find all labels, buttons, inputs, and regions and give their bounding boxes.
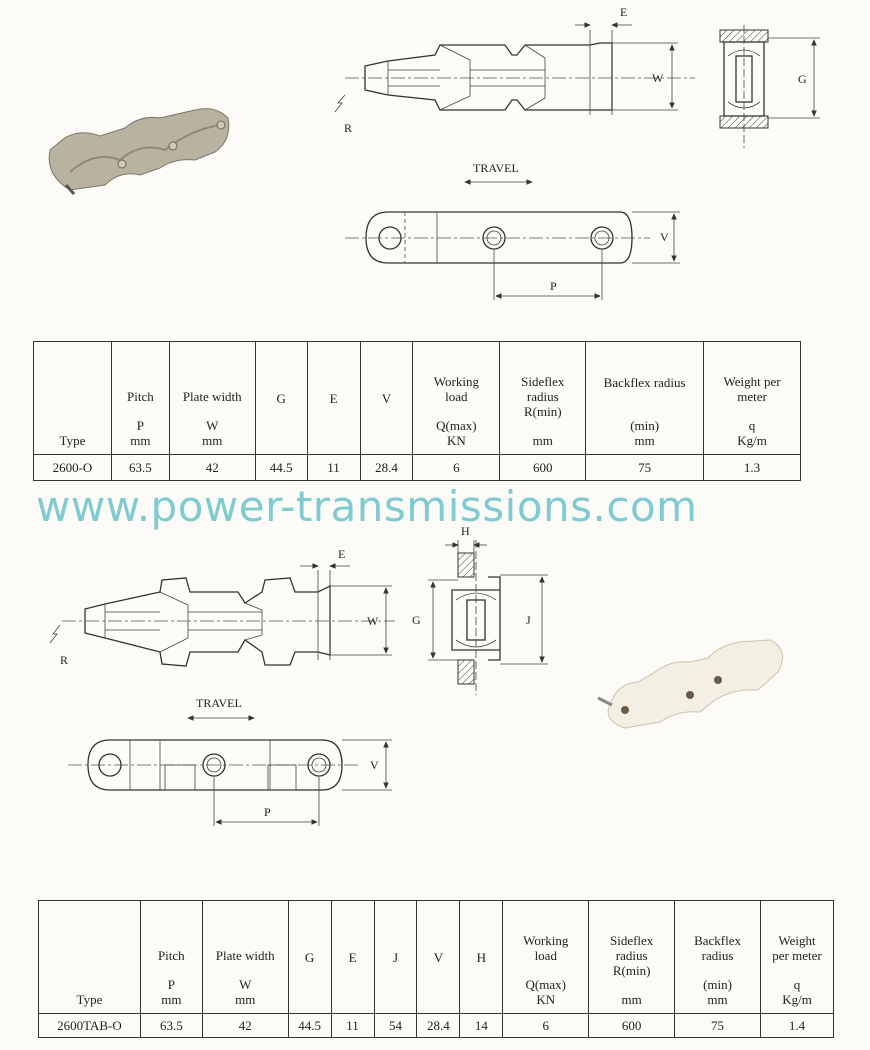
col-v: V [416,900,461,1014]
table-row: 2600-O 63.5 42 44.5 11 28.4 6 600 75 1.3 [33,454,801,481]
svg-text:G: G [412,613,421,627]
col-j: J [373,900,418,1014]
col-type: Type [38,900,141,1014]
drawing1-top-view: TRAVEL V P [345,161,680,300]
svg-text:W: W [652,71,664,85]
col-v: V [359,341,414,455]
cell-weight: 1.3 [703,454,801,481]
cell-g: 44.5 [287,1013,332,1038]
drawing2-end-view: H G J [412,524,548,695]
cell-h: 14 [459,1013,504,1038]
cell-j: 54 [373,1013,418,1038]
cell-sideflex: 600 [499,454,587,481]
cell-weight: 1.4 [760,1013,834,1038]
col-backflex-radius: Backflex radius(min)mm [585,341,705,455]
cell-plate-width: 42 [201,1013,289,1038]
cell-working-load: 6 [502,1013,590,1038]
col-h: H [459,900,504,1014]
cell-working-load: 6 [412,454,501,481]
drawing1-end-view: G [719,25,820,148]
drawing1-side-view: E W R [334,5,695,135]
cell-backflex: 75 [585,454,705,481]
watermark-url: www.power-transmissions.com [36,482,698,531]
cell-pitch: 63.5 [139,1013,203,1038]
chain-photo-grey [48,108,230,195]
drawing2-side-view: E W R [49,547,395,667]
drawing2-top-view: TRAVEL V P [68,696,392,826]
cell-pitch: 63.5 [110,454,170,481]
cell-plate-width: 42 [168,454,256,481]
cell-type: 2600TAB-O [38,1013,141,1038]
cell-v: 28.4 [416,1013,461,1038]
svg-text:R: R [344,121,352,135]
svg-text:V: V [660,230,669,244]
cell-backflex: 75 [674,1013,761,1038]
svg-text:TRAVEL: TRAVEL [196,696,242,710]
svg-text:V: V [370,758,379,772]
col-type: Type [33,341,112,455]
col-e: E [306,341,361,455]
svg-text:E: E [620,5,627,19]
cell-e: 11 [306,454,361,481]
cell-e: 11 [330,1013,375,1038]
svg-text:W: W [367,614,379,628]
col-g: G [287,900,332,1014]
svg-text:P: P [550,279,557,293]
chain-photo-white [597,639,783,729]
svg-text:E: E [338,547,345,561]
cell-type: 2600-O [33,454,112,481]
svg-text:J: J [526,613,531,627]
table-row: 2600TAB-O 63.5 42 44.5 11 54 28.4 14 6 6… [38,1013,834,1038]
col-g: G [254,341,308,455]
svg-text:R: R [60,653,68,667]
cell-sideflex: 600 [588,1013,676,1038]
cell-v: 28.4 [359,454,414,481]
svg-text:P: P [264,805,271,819]
svg-text:G: G [798,72,807,86]
col-e: E [330,900,375,1014]
svg-text:TRAVEL: TRAVEL [473,161,519,175]
svg-text:H: H [461,524,470,538]
cell-g: 44.5 [254,454,308,481]
